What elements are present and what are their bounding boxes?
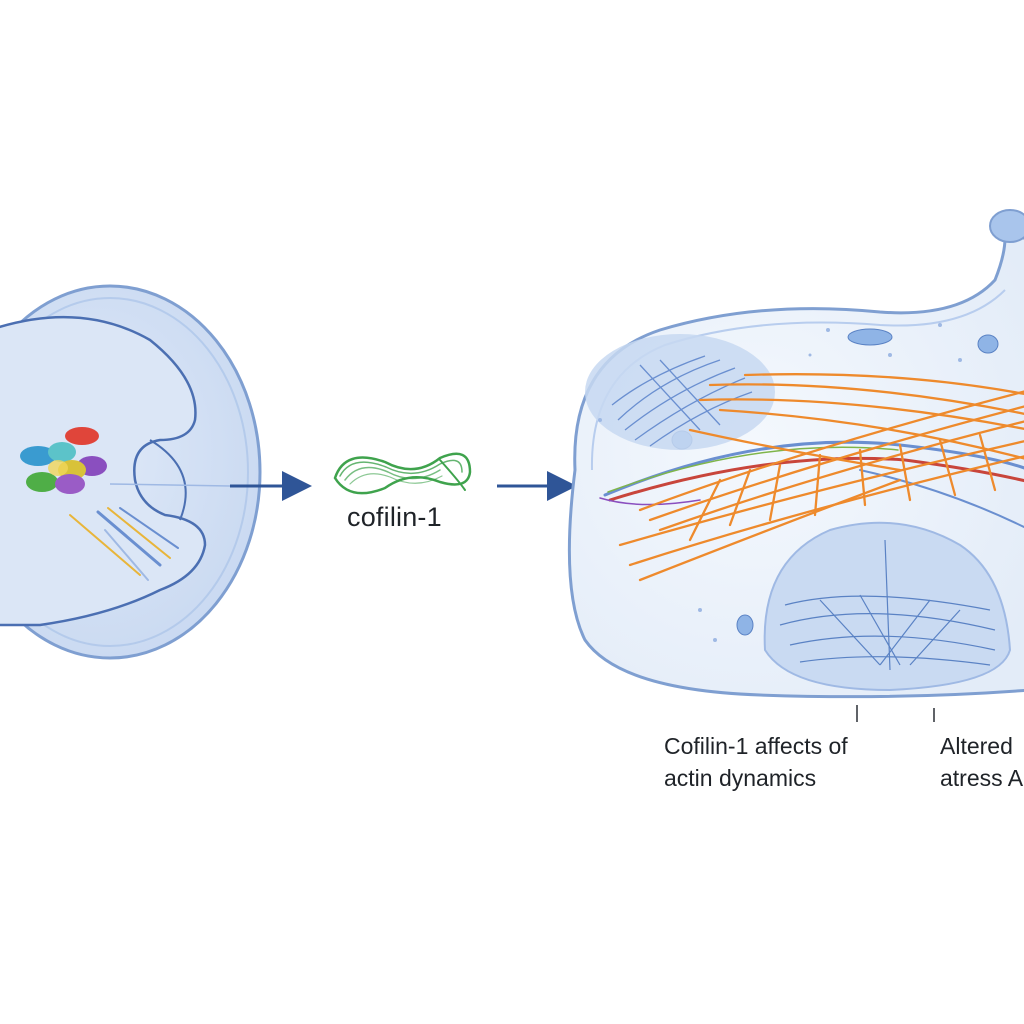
protein-cluster-icon (20, 427, 107, 494)
left-filaments (69, 507, 179, 581)
cytoplasm-dots (598, 323, 962, 642)
right-cell (567, 209, 1024, 722)
caption-actin-line1: Cofilin-1 affects of (664, 733, 848, 759)
cofilin-ribbon-icon (333, 452, 472, 495)
microtubule (599, 440, 1024, 529)
actin-fiber-icon (618, 373, 1024, 582)
caption-altered-line2: atress A (940, 765, 1024, 791)
caption-altered: Altered atress A (940, 730, 1023, 794)
membrane-bleb (989, 209, 1024, 243)
cofilin-label: cofilin-1 (347, 502, 442, 532)
caption-actin-dynamics: Cofilin-1 affects of actin dynamics (664, 730, 848, 794)
caption-actin-line2: actin dynamics (664, 765, 817, 791)
organelle-upper-left (585, 334, 775, 450)
right-cell-nucleus (763, 521, 1012, 692)
caption-altered-line1: Altered (940, 733, 1013, 759)
left-cell (0, 284, 262, 660)
